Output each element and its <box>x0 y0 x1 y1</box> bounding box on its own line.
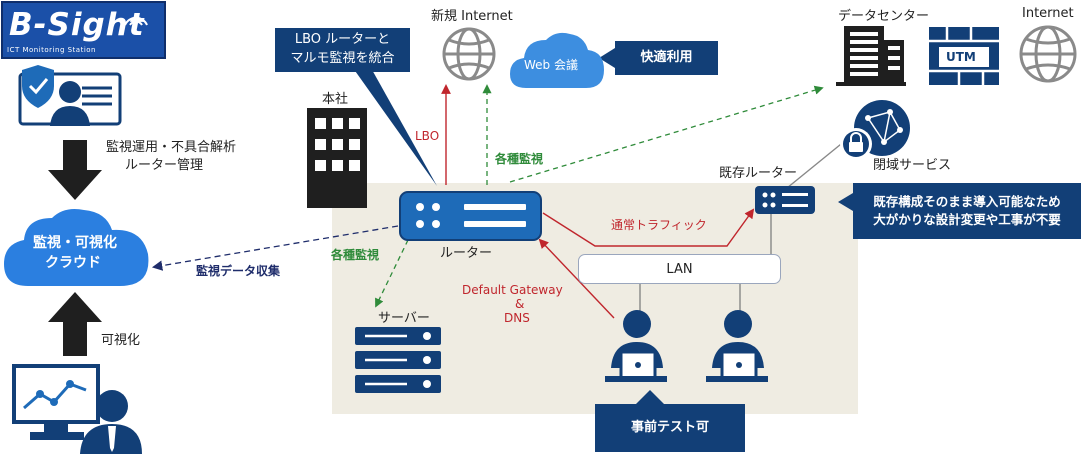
monitoring-down-label: 各種監視 <box>331 248 380 262</box>
default-gateway-label: Default Gateway <box>462 283 563 297</box>
signal-icon <box>124 16 148 26</box>
closed-service-label: 閉域サービス <box>873 158 952 173</box>
brand-logo-text: B-Sight <box>9 7 145 43</box>
gateway-amp-label: & <box>515 297 525 311</box>
comfort-callout: 快適利用 <box>615 41 718 75</box>
down-arrow-icon <box>48 140 102 200</box>
lbo-callout-line-1: LBO ルーターと <box>294 32 391 48</box>
existing-router-label: 既存ルーター <box>719 166 798 181</box>
ops-label-line-1: 監視運用・不具合解析 <box>106 140 237 155</box>
router-icon[interactable] <box>398 190 543 242</box>
existing-callout-line-2: 大がかりな設計変更や工事が不要 <box>873 212 1061 227</box>
lbo-link-label: LBO <box>415 129 440 143</box>
monitoring-dc-arrow <box>509 85 824 183</box>
hq-building-icon <box>307 108 367 208</box>
ops-label-line-2: ルーター管理 <box>125 158 204 173</box>
new-internet-globe-icon <box>442 27 496 81</box>
pretest-callout: 事前テスト可 <box>595 404 745 452</box>
existing-router-icon[interactable] <box>754 185 816 215</box>
monitoring-data-label: 監視データ収集 <box>196 264 281 278</box>
server-icon <box>355 327 441 393</box>
lbo-callout: LBO ルーターと マルモ監視を統合 <box>275 28 410 72</box>
web-meeting-cloud-icon <box>510 32 604 88</box>
pc-user-icon <box>605 310 667 382</box>
server-label: サーバー <box>378 311 430 326</box>
lbo-callout-line-2: マルモ監視を統合 <box>290 51 395 66</box>
lan-bar: LAN <box>578 254 781 284</box>
utm-label: UTM <box>946 50 976 64</box>
brand-logo: B-Sight ICT Monitoring Station <box>1 1 166 59</box>
datacenter-label: データセンター <box>838 9 930 24</box>
monitoring-down-arrow <box>375 239 409 308</box>
dns-label: DNS <box>504 311 530 325</box>
up-arrow-icon <box>48 292 102 356</box>
existing-callout-line-1: 既存構成そのまま導入可能なため <box>873 193 1061 209</box>
normal-traffic-label: 通常トラフィック <box>611 218 707 232</box>
normal-traffic-arrow <box>542 208 755 247</box>
analyst-chart-icon <box>12 364 142 454</box>
closed-network-icon <box>840 100 910 160</box>
new-internet-label: 新規 Internet <box>431 9 513 24</box>
datacenter-building-icon <box>836 26 906 86</box>
hq-label: 本社 <box>322 92 349 107</box>
internet-label: Internet <box>1022 6 1074 21</box>
cloud-label-line-1: 監視・可視化 <box>33 235 117 251</box>
router-label: ルーター <box>440 246 493 261</box>
lan-label: LAN <box>666 261 693 277</box>
brand-logo-subtitle: ICT Monitoring Station <box>7 46 96 54</box>
web-meeting-label: Web 会議 <box>524 58 578 72</box>
monitoring-cloud-icon <box>4 209 149 286</box>
pc-user-icon <box>706 310 768 382</box>
existing-callout: 既存構成そのまま導入可能なため 大がかりな設計変更や工事が不要 <box>853 183 1081 239</box>
default-gateway-arrow <box>538 238 615 319</box>
cloud-label-line-2: クラウド <box>45 255 101 271</box>
internet-globe-icon <box>1019 25 1077 83</box>
monitoring-data-arrow <box>151 225 399 271</box>
monitoring-up-label: 各種監視 <box>495 152 544 166</box>
operator-monitoring-icon <box>18 65 122 126</box>
visualize-label: 可視化 <box>101 333 141 348</box>
utm-firewall-icon <box>929 27 999 85</box>
